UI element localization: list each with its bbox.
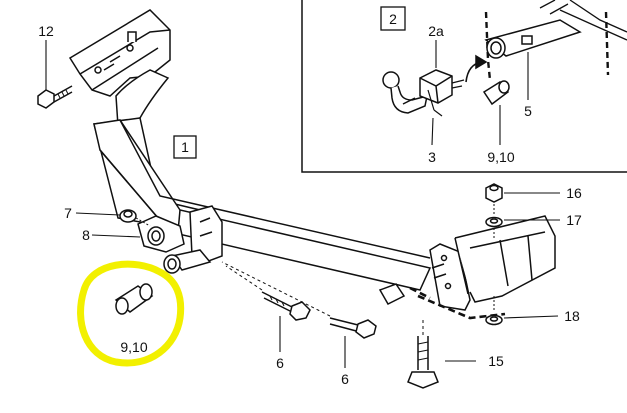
inset-coupling-bracket xyxy=(419,69,465,117)
inset-label-box xyxy=(380,6,406,31)
inset-panel xyxy=(301,0,627,173)
label-12: 12 xyxy=(38,23,54,39)
label-16: 16 xyxy=(566,185,582,201)
inset-towball xyxy=(382,71,428,114)
part-9-10-pin xyxy=(114,283,154,315)
part-7-nut xyxy=(119,209,137,223)
yellow-highlight-loop xyxy=(77,260,185,367)
part-6-bolt-b xyxy=(329,317,377,339)
label-6-b: 6 xyxy=(341,371,349,387)
center-receiver xyxy=(163,205,223,274)
label-6-a: 6 xyxy=(276,355,284,371)
label-box-2-text: 2 xyxy=(389,11,397,27)
inset-border xyxy=(301,0,627,173)
part-12-bolt xyxy=(37,85,73,109)
part-8-bracket xyxy=(137,215,185,253)
label-7: 7 xyxy=(64,205,72,221)
side-arm xyxy=(115,69,170,128)
main-towbar-frame xyxy=(37,9,556,389)
label-8: 8 xyxy=(82,227,90,243)
label-2a: 2a xyxy=(428,23,444,39)
inset-bumper-edge xyxy=(484,11,492,81)
inset-pin xyxy=(482,80,510,106)
part-6-bolt-a xyxy=(261,291,311,321)
leader-lines xyxy=(45,40,560,368)
part-16-nut xyxy=(485,183,503,214)
label-inset-9-10: 9,10 xyxy=(487,149,514,165)
label-9-10: 9,10 xyxy=(120,339,147,355)
main-label-box xyxy=(173,135,197,159)
part-15-bolt xyxy=(407,318,439,389)
part-17-washer xyxy=(485,216,503,240)
label-18: 18 xyxy=(564,308,580,324)
label-inset-3: 3 xyxy=(428,149,436,165)
label-box-1-text: 1 xyxy=(181,139,189,155)
label-inset-5: 5 xyxy=(524,103,532,119)
label-17: 17 xyxy=(566,212,582,228)
label-15: 15 xyxy=(488,353,504,369)
part-18-washer xyxy=(485,296,503,326)
